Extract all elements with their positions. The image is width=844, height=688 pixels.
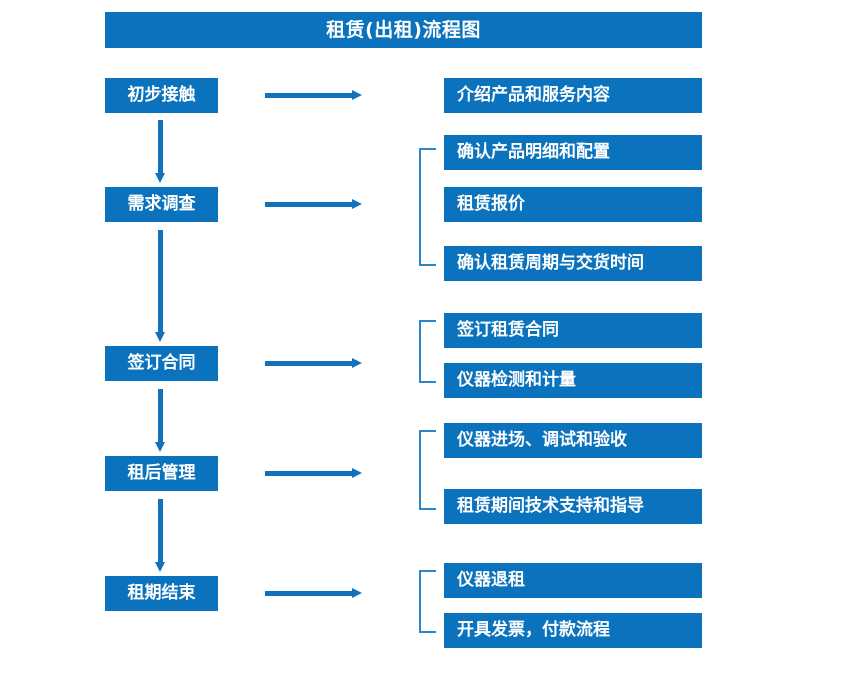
- detail-label-1: 介绍产品和服务内容: [457, 85, 610, 105]
- stage-box-3[interactable]: 签订合同: [105, 346, 218, 381]
- arrow-right-icon-5: [265, 588, 362, 599]
- arrow-down-icon-3: [155, 389, 166, 452]
- arrow-down-icon-1: [155, 120, 166, 183]
- detail-label-6: 仪器检测和计量: [457, 370, 576, 390]
- stage-label-2: 需求调查: [127, 194, 196, 214]
- page-title: 租赁(出租)流程图: [326, 18, 481, 41]
- stage-box-1[interactable]: 初步接触: [105, 78, 218, 113]
- stage-box-5[interactable]: 租期结束: [105, 576, 218, 611]
- stage-box-4[interactable]: 租后管理: [105, 456, 218, 491]
- detail-box-9[interactable]: 仪器退租: [444, 563, 702, 598]
- group-bracket-icon-2: [419, 320, 436, 383]
- detail-label-7: 仪器进场、调试和验收: [457, 430, 627, 450]
- chart-title-bar: 租赁(出租)流程图: [105, 12, 702, 48]
- detail-box-1[interactable]: 介绍产品和服务内容: [444, 78, 702, 113]
- detail-label-2: 确认产品明细和配置: [457, 142, 610, 162]
- detail-label-4: 确认租赁周期与交货时间: [457, 253, 644, 273]
- group-bracket-icon-3: [419, 430, 436, 510]
- arrow-down-icon-2: [155, 230, 166, 342]
- stage-label-1: 初步接触: [127, 85, 196, 105]
- arrow-right-icon-2: [265, 199, 362, 210]
- detail-box-3[interactable]: 租赁报价: [444, 187, 702, 222]
- detail-label-9: 仪器退租: [457, 570, 525, 590]
- group-bracket-icon-1: [419, 148, 436, 266]
- arrow-right-icon-1: [265, 90, 362, 101]
- group-bracket-icon-4: [419, 570, 436, 633]
- detail-box-8[interactable]: 租赁期间技术支持和指导: [444, 489, 702, 524]
- detail-box-5[interactable]: 签订租赁合同: [444, 313, 702, 348]
- detail-box-6[interactable]: 仪器检测和计量: [444, 363, 702, 398]
- detail-label-5: 签订租赁合同: [457, 320, 559, 340]
- stage-label-4: 租后管理: [127, 463, 196, 483]
- arrow-right-icon-4: [265, 468, 362, 479]
- detail-box-10[interactable]: 开具发票，付款流程: [444, 613, 702, 648]
- detail-label-8: 租赁期间技术支持和指导: [457, 496, 644, 516]
- detail-label-3: 租赁报价: [457, 194, 525, 214]
- detail-label-10: 开具发票，付款流程: [457, 620, 610, 640]
- stage-label-5: 租期结束: [127, 583, 196, 603]
- arrow-down-icon-4: [155, 499, 166, 572]
- arrow-right-icon-3: [265, 358, 362, 369]
- stage-label-3: 签订合同: [127, 353, 196, 373]
- detail-box-7[interactable]: 仪器进场、调试和验收: [444, 423, 702, 458]
- stage-box-2[interactable]: 需求调查: [105, 187, 218, 222]
- detail-box-4[interactable]: 确认租赁周期与交货时间: [444, 246, 702, 281]
- detail-box-2[interactable]: 确认产品明细和配置: [444, 135, 702, 170]
